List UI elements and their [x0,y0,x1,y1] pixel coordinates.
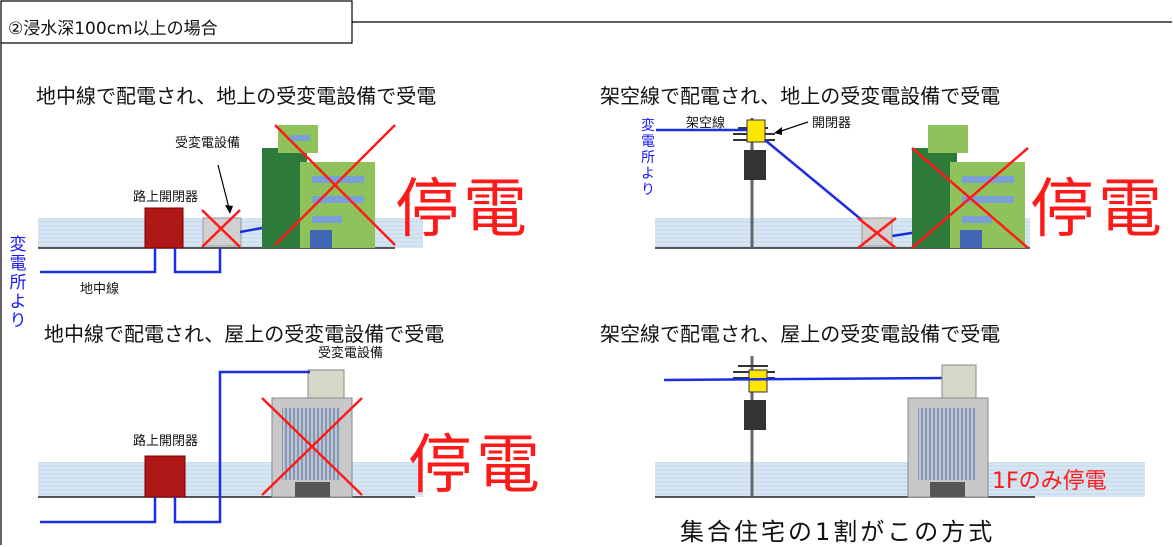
equipment-label: 受変電設備 [318,346,384,361]
pointer-arrow [217,164,231,213]
road-switch [144,455,186,498]
pole-switch [748,369,768,393]
overhead-line [663,376,949,382]
panel-bottom-right [655,356,1145,498]
header-tab-label: ②浸水深100cm以上の場合 [8,19,218,39]
flood-water [38,462,423,497]
road-switch-label: 路上開閉器 [133,434,199,449]
office-building [262,125,375,248]
underground-cable-label: 地中線 [80,282,120,297]
panel-title-bottom-left: 地中線で配電され、屋上の受変電設備で受電 [44,322,445,346]
outage-x-mark [857,147,1029,249]
road-switch-label: 路上開閉器 [133,190,199,205]
source-label-right: 変電所より [641,118,655,198]
bottom-caption: 集合住宅の1割がこの方式 [680,518,996,546]
underground-cable [40,248,157,274]
pole-transformer [744,400,766,430]
partial-outage-label: 1Fのみ停電 [992,469,1107,494]
outage-label-bottom-left: 停電 [408,429,544,503]
underground-cable [173,370,310,524]
pointer-arrow [777,121,809,133]
pole-transformer [744,150,766,180]
panel-title-top-right: 架空線で配電され、地上の受変電設備で受電 [600,84,1001,108]
panel-title-bottom-right: 架空線で配電され、屋上の受変電設備で受電 [600,322,1001,346]
panel-top-right [655,118,1030,249]
rooftop-equipment [307,369,345,399]
apartment-building [271,369,353,498]
rooftop-equipment [941,364,977,399]
source-label-left: 変電所より [9,235,27,331]
outage-label-top-left: 停電 [395,173,531,247]
office-building [912,125,1025,248]
underground-cable [173,248,222,274]
panel-top-left [38,124,423,274]
road-switch [144,207,184,249]
pole-switch [746,119,766,143]
outage-label-top-right: 停電 [1030,173,1166,247]
pole-switch-label: 開閉器 [812,116,852,131]
underground-cable [40,497,157,524]
outage-x-mark [201,124,396,248]
outage-x-mark [261,397,363,496]
panel-title-top-left: 地中線で配電され、地上の受変電設備で受電 [36,84,437,108]
overhead-line-label: 架空線 [686,116,726,131]
apartment-building [907,364,989,498]
flood-water [655,462,1145,497]
panel-bottom-left [38,369,423,524]
equipment-label: 受変電設備 [175,136,241,151]
